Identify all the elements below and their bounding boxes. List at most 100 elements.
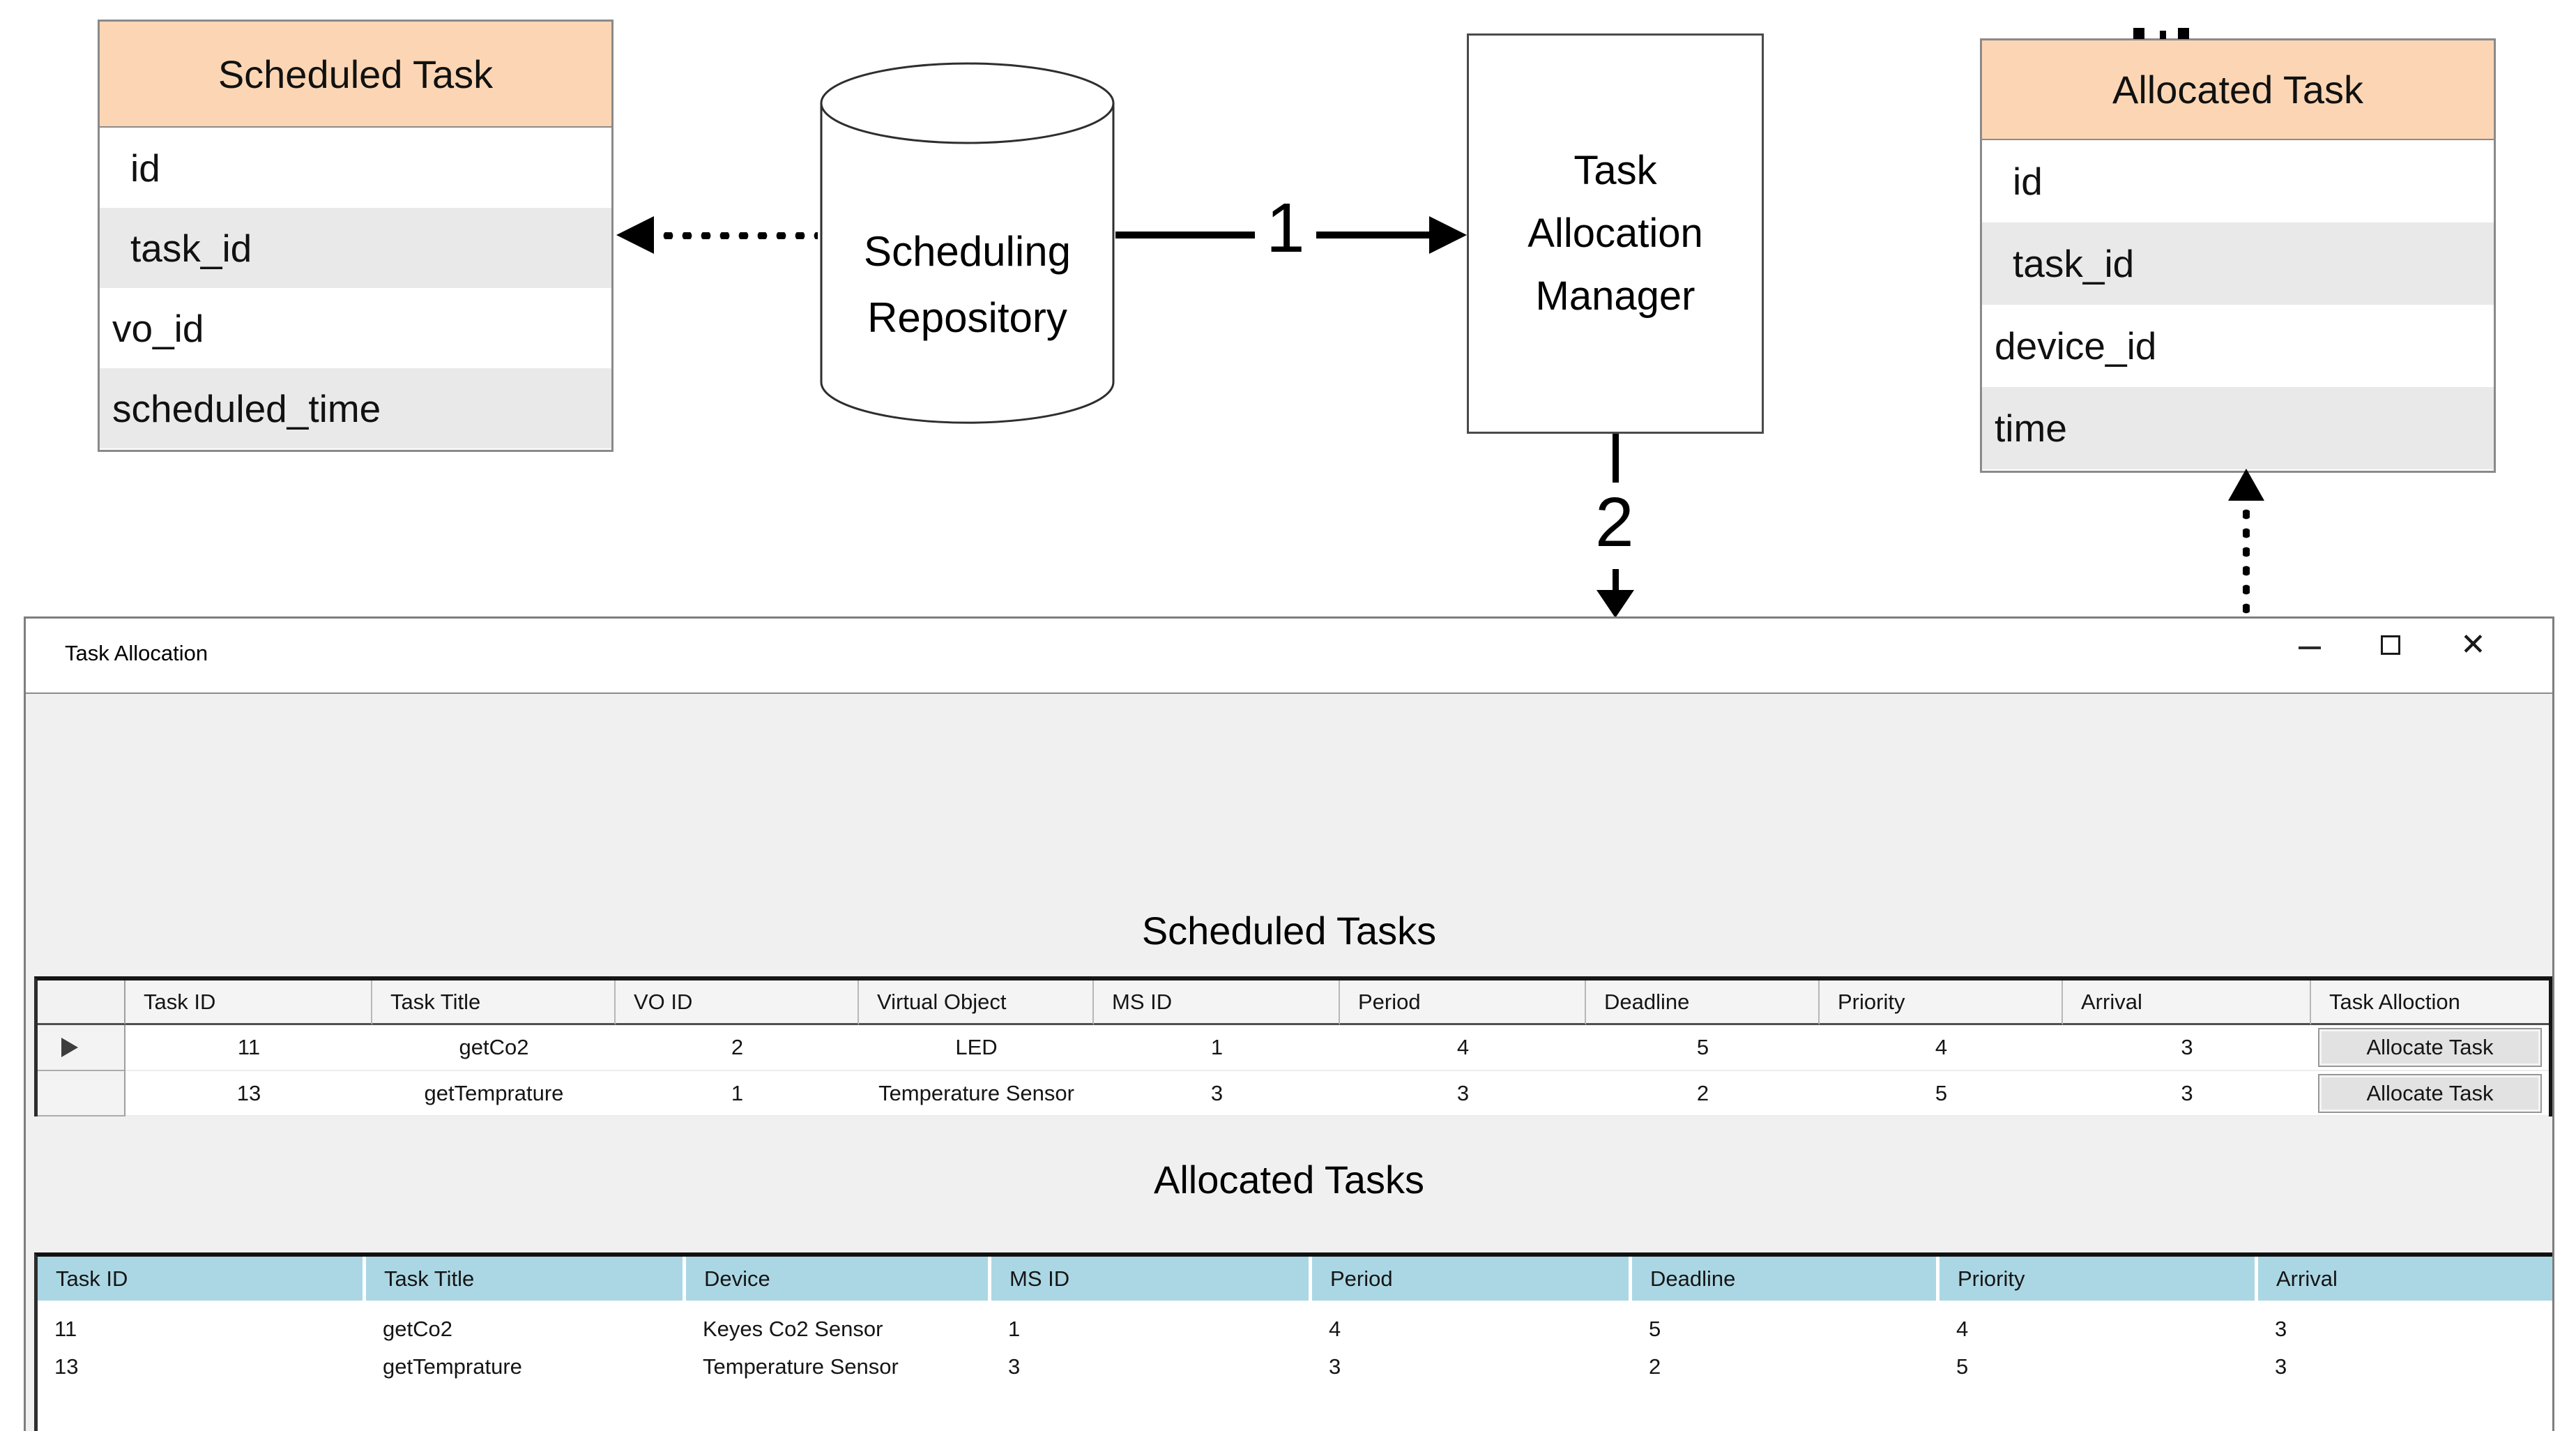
close-button[interactable]: ✕ [2460,628,2486,662]
cell-arrival[interactable]: 3 [2275,1354,2287,1379]
maximize-button[interactable] [2381,635,2400,655]
column-header-ms-id[interactable]: MS ID [991,1257,1312,1301]
cell-period[interactable]: 3 [1329,1354,1341,1379]
arrow2-line-lower [1613,569,1619,593]
scheduling-repository-cylinder: Scheduling Repository [819,61,1115,425]
allocated-task-entity-title: Allocated Task [1982,40,2494,140]
allocated-table-row[interactable]: 11 getCo2 Keyes Co2 Sensor 1 4 5 4 3 [38,1310,2552,1348]
row-header-cell[interactable] [38,1025,125,1071]
column-header-task-id[interactable]: Task ID [38,1257,366,1301]
arrow2-line-upper [1613,434,1619,492]
task-allocation-window: Task Allocation ✕ Scheduled Tasks Task I… [24,616,2554,1431]
row-header-cell[interactable] [38,1071,125,1116]
cell-virtual-object[interactable]: Temperature Sensor [859,1071,1094,1116]
dotted-line-left [659,232,818,239]
entity-field-task-id: task_id [130,226,252,270]
entity-field-device-id: device_id [1995,324,2157,368]
cell-deadline[interactable]: 5 [1649,1317,1661,1341]
column-header-priority[interactable]: Priority [1939,1257,2258,1301]
allocated-grid-header-row: Task ID Task Title Device MS ID Period D… [38,1257,2552,1301]
column-header-arrival[interactable]: Arrival [2258,1257,2552,1301]
scheduled-table-row[interactable]: 11 getCo2 2 LED 1 4 5 4 3 Allocate Task [38,1025,2549,1071]
cell-task-id[interactable]: 13 [125,1071,372,1116]
column-header-period[interactable]: Period [1340,980,1586,1025]
arrowhead-right-icon [1429,216,1467,254]
window-titlebar[interactable]: Task Allocation ✕ [26,619,2552,694]
scheduled-task-entity-title: Scheduled Task [100,22,611,128]
column-header-vo-id[interactable]: VO ID [616,980,859,1025]
cell-task-title[interactable]: getTemprature [372,1071,616,1116]
column-header-period[interactable]: Period [1312,1257,1632,1301]
cell-task-title[interactable]: getCo2 [383,1317,452,1341]
scheduled-grid-header-row: Task ID Task Title VO ID Virtual Object … [38,980,2549,1025]
cell-task-title[interactable]: getCo2 [372,1025,616,1071]
allocated-tasks-heading: Allocated Tasks [1153,1158,1425,1202]
allocate-task-button[interactable]: Allocate Task [2318,1073,2542,1113]
cell-deadline[interactable]: 2 [1586,1071,1820,1116]
allocated-tasks-grid: Task ID Task Title Device MS ID Period D… [34,1252,2552,1431]
cell-arrival[interactable]: 3 [2063,1071,2311,1116]
column-header-device[interactable]: Device [686,1257,991,1301]
clipped-text-fragment [2160,31,2166,39]
column-header-arrival[interactable]: Arrival [2063,980,2311,1025]
cell-device[interactable]: Temperature Sensor [703,1354,899,1379]
allocated-table-row[interactable]: 13 getTemprature Temperature Sensor 3 3 … [38,1348,2552,1386]
allocated-task-entity: Allocated Task id task_id device_id time [1980,38,2496,473]
cell-task-id[interactable]: 11 [54,1317,77,1341]
cell-priority[interactable]: 5 [1820,1071,2063,1116]
row-header-corner [38,980,125,1025]
entity-field-time: time [1995,407,2067,450]
column-header-task-title[interactable]: Task Title [372,980,616,1025]
cylinder-shape [820,62,1115,424]
cell-arrival[interactable]: 3 [2063,1025,2311,1071]
cell-period[interactable]: 4 [1329,1317,1341,1341]
cell-deadline[interactable]: 2 [1649,1354,1661,1379]
cell-ms-id[interactable]: 1 [1008,1317,1021,1341]
cell-vo-id[interactable]: 1 [616,1071,859,1116]
repository-label-line1: Scheduling [864,228,1071,275]
clipped-text-fragment [2133,28,2144,39]
cell-priority[interactable]: 4 [1820,1025,2063,1071]
scheduled-tasks-heading: Scheduled Tasks [1141,909,1437,953]
scheduled-task-entity: Scheduled Task id task_id vo_id schedule… [98,20,613,452]
column-header-priority[interactable]: Priority [1820,980,2063,1025]
dotted-arrowhead-up-icon [2228,469,2264,501]
arrowhead-down-icon [1596,590,1634,618]
column-header-task-alloction[interactable]: Task Alloction [2311,980,2549,1025]
column-header-deadline[interactable]: Deadline [1586,980,1820,1025]
cell-task-id[interactable]: 11 [125,1025,372,1071]
manager-label-line1: Task [1573,148,1657,193]
column-header-ms-id[interactable]: MS ID [1094,980,1340,1025]
column-header-task-id[interactable]: Task ID [125,980,372,1025]
cell-period[interactable]: 3 [1340,1071,1586,1116]
clipped-text-fragment [2178,28,2189,39]
scheduled-table-row[interactable]: 13 getTemprature 1 Temperature Sensor 3 … [38,1071,2549,1116]
column-header-deadline[interactable]: Deadline [1632,1257,1939,1301]
cell-task-title[interactable]: getTemprature [383,1354,522,1379]
cell-vo-id[interactable]: 2 [616,1025,859,1071]
cell-deadline[interactable]: 5 [1586,1025,1820,1071]
entity-field-scheduled-time: scheduled_time [112,386,381,430]
scheduled-tasks-grid: Task ID Task Title VO ID Virtual Object … [34,976,2552,1116]
cell-device[interactable]: Keyes Co2 Sensor [703,1317,883,1341]
column-header-virtual-object[interactable]: Virtual Object [859,980,1094,1025]
cell-period[interactable]: 4 [1340,1025,1586,1071]
cell-virtual-object[interactable]: LED [859,1025,1094,1071]
cell-ms-id[interactable]: 3 [1094,1071,1340,1116]
cell-task-alloction: Allocate Task [2311,1071,2549,1116]
cell-priority[interactable]: 5 [1956,1354,1969,1379]
cell-priority[interactable]: 4 [1956,1317,1969,1341]
entity-field-task-id: task_id [2013,242,2135,285]
dotted-line-right [2243,505,2250,616]
cell-arrival[interactable]: 3 [2275,1317,2287,1341]
cell-ms-id[interactable]: 3 [1008,1354,1021,1379]
column-header-task-title[interactable]: Task Title [366,1257,686,1301]
minimize-button[interactable] [2299,646,2321,649]
allocate-task-button[interactable]: Allocate Task [2318,1028,2542,1067]
cell-task-id[interactable]: 13 [54,1354,79,1379]
cell-ms-id[interactable]: 1 [1094,1025,1340,1071]
dotted-arrowhead-left-icon [616,216,654,254]
task-allocation-manager-box: Task Allocation Manager [1467,33,1764,434]
current-row-indicator-icon [61,1038,78,1057]
